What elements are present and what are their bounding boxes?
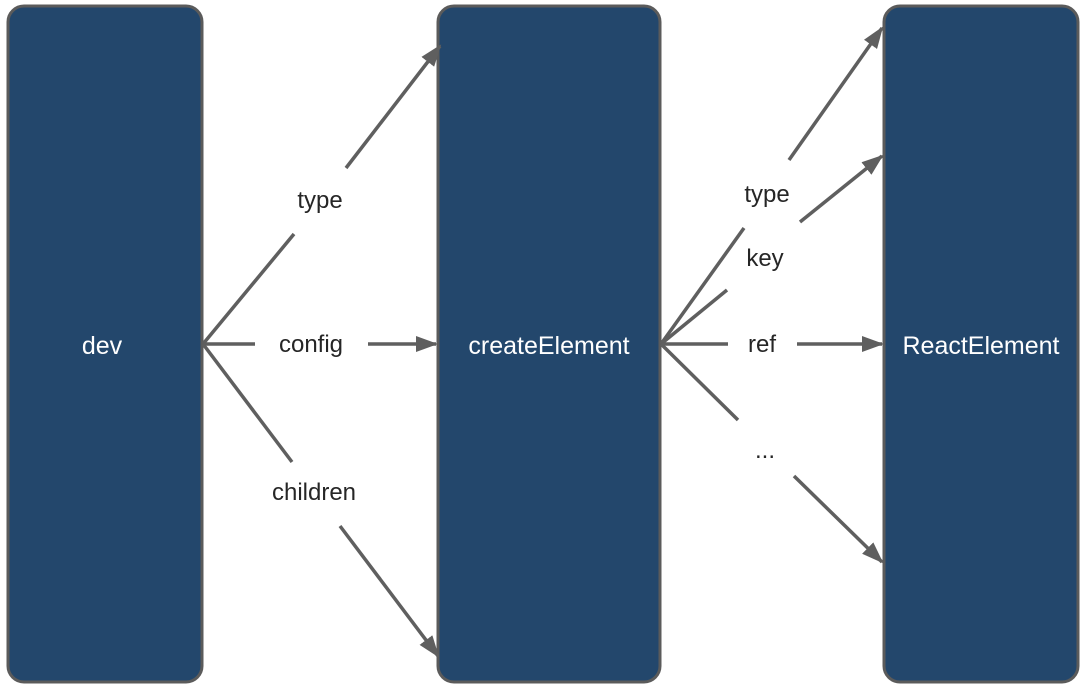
dev-box (6, 4, 204, 684)
edge-dev-type-label: type (297, 187, 342, 214)
edge-create-key-line-b (798, 154, 884, 224)
edge-dev-type: type (201, 44, 442, 346)
create-element-label: createElement (468, 332, 629, 360)
edge-create-key: key (659, 154, 884, 346)
edge-dev-children-line-b (338, 524, 440, 658)
edge-dev-children-line-a (201, 342, 294, 464)
edge-create-type: type (659, 26, 884, 346)
react-element-label: ReactElement (902, 332, 1059, 360)
edge-dev-config-label: config (279, 331, 343, 358)
edge-create-key-label: key (746, 245, 783, 272)
edge-dev-children-label: children (272, 479, 356, 506)
dev-node: dev (6, 4, 204, 684)
edge-create-more-line-b (792, 474, 884, 564)
edge-dev-config: config (203, 331, 438, 358)
edge-create-type-line-b (787, 26, 884, 162)
edge-dev-children: children (201, 342, 440, 658)
edge-create-ref-label: ref (748, 331, 776, 358)
create-element-box (436, 4, 662, 684)
edge-create-ref: ref (661, 331, 884, 358)
create-element-node: createElement (436, 4, 662, 684)
react-element-box (882, 4, 1080, 684)
edge-create-more-label: ... (755, 437, 775, 464)
edge-create-more: ... (659, 342, 884, 564)
edge-dev-type-line-b (344, 44, 442, 170)
edge-dev-type-line-a (201, 232, 296, 346)
edge-create-more-line-a (659, 342, 740, 422)
edge-create-type-label: type (744, 181, 789, 208)
edge-create-key-line-a (659, 288, 729, 346)
edge-create-type-line-a (659, 226, 746, 346)
dev-label: dev (82, 332, 123, 360)
react-element-node: ReactElement (882, 4, 1080, 684)
